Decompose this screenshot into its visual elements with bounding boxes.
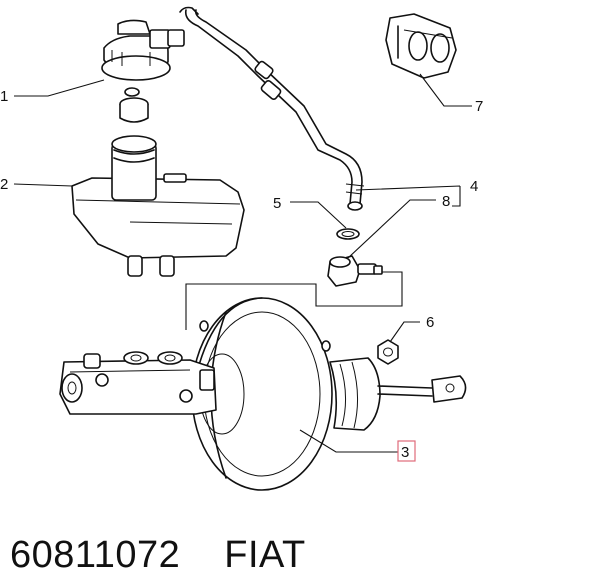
callout-7: 7 bbox=[475, 98, 483, 115]
callout-8: 8 bbox=[442, 193, 450, 210]
nut-part bbox=[377, 339, 399, 365]
callout-2: 2 bbox=[0, 176, 8, 193]
brake-booster-part bbox=[59, 297, 467, 491]
hose-clamp-part bbox=[336, 228, 360, 240]
vacuum-hose-part bbox=[179, 6, 365, 211]
callout-4: 4 bbox=[470, 178, 478, 195]
pipe-clip-part bbox=[385, 13, 457, 79]
callout-6: 6 bbox=[426, 314, 434, 331]
reservoir-cap-part bbox=[101, 19, 185, 123]
leader-lines bbox=[13, 73, 472, 453]
part-footer: 60811072 FIAT bbox=[10, 504, 306, 574]
callout-1: 1 bbox=[0, 88, 8, 105]
brand-name: FIAT bbox=[224, 534, 306, 576]
callout-3: 3 bbox=[401, 444, 409, 461]
check-valve-part bbox=[327, 255, 383, 287]
callout-5: 5 bbox=[273, 195, 281, 212]
callout-3-highlight-box bbox=[397, 440, 416, 462]
part-number: 60811072 bbox=[10, 534, 181, 576]
fluid-reservoir-part bbox=[71, 135, 245, 277]
